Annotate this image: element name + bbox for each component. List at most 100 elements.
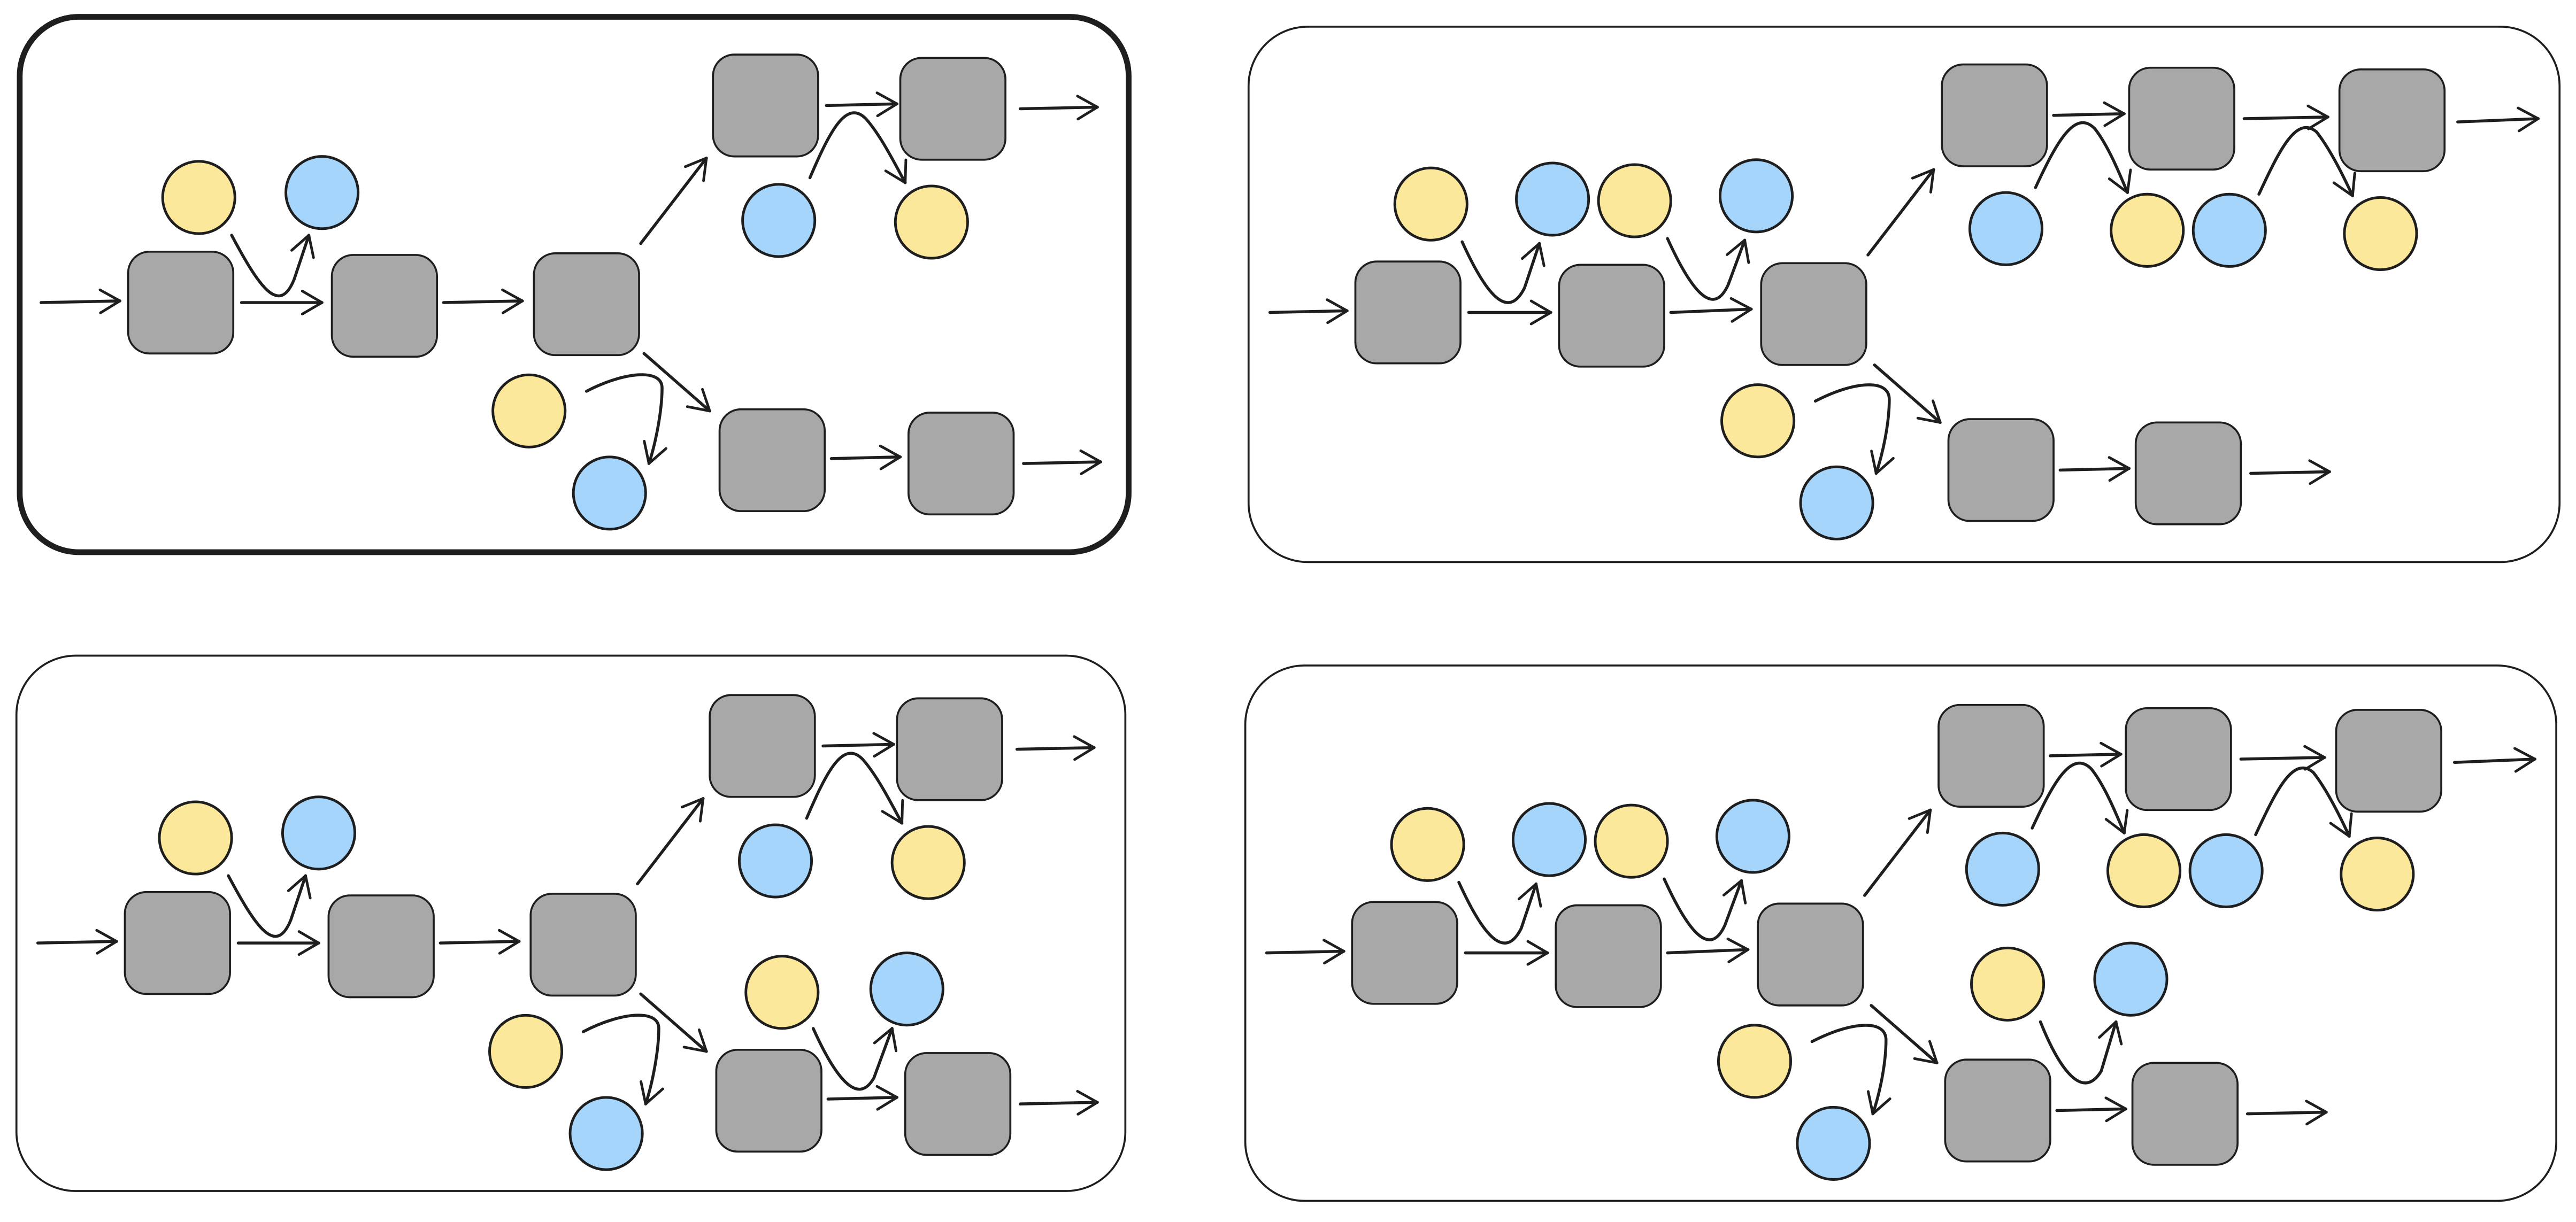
token-flow-arrow <box>1813 383 1895 475</box>
flow-arrow <box>439 929 521 955</box>
yellow-token-circle <box>491 373 567 448</box>
flow-arrow <box>1018 1089 1099 1116</box>
process-node <box>1760 262 1867 366</box>
blue-token-circle <box>741 183 817 258</box>
yellow-token-circle <box>1390 807 1465 882</box>
flow-arrow <box>2456 106 2540 133</box>
panel-top-right <box>1247 26 2561 563</box>
flow-arrow <box>2239 745 2326 771</box>
flow-arrow <box>2052 101 2126 127</box>
flow-arrow <box>1669 297 1753 323</box>
yellow-token-circle <box>1594 803 1669 879</box>
process-node <box>1937 703 2045 808</box>
yellow-token-circle <box>2110 192 2185 268</box>
yellow-token-circle <box>488 1014 564 1089</box>
flow-arrow <box>642 352 711 413</box>
process-node <box>896 697 1003 801</box>
panel-top-left <box>17 14 1132 555</box>
blue-token-circle <box>869 952 944 1027</box>
process-node <box>715 1048 822 1153</box>
flow-arrow <box>1863 808 1932 897</box>
process-node <box>2125 707 2232 811</box>
yellow-token-circle <box>158 800 233 876</box>
flow-arrow <box>36 929 118 955</box>
blue-token-circle <box>2188 833 2264 909</box>
token-flow-arrow <box>585 373 667 465</box>
token-flow-arrow <box>805 752 904 825</box>
panel-bottom-left <box>15 654 1127 1192</box>
flow-arrow <box>2058 456 2131 482</box>
flow-arrow <box>1265 939 1345 965</box>
blue-token-circle <box>1511 802 1587 877</box>
flow-arrow <box>2049 741 2123 768</box>
token-flow-arrow <box>1457 880 1542 945</box>
process-node <box>712 53 819 158</box>
flow-arrow <box>2242 104 2329 130</box>
flow-arrow <box>442 288 524 314</box>
blue-token-circle <box>2191 192 2267 268</box>
flow-arrow <box>2246 1100 2328 1126</box>
token-flow-arrow <box>2034 121 2132 194</box>
process-node <box>1354 260 1462 365</box>
blue-token-circle <box>284 155 360 230</box>
process-node <box>2134 421 2242 525</box>
process-node <box>327 894 435 999</box>
flow-arrow <box>636 797 705 886</box>
flow-arrow <box>1022 449 1103 475</box>
panel-bottom-right <box>1244 664 2557 1202</box>
flow-arrow <box>2055 1096 2128 1123</box>
yellow-token-circle <box>1597 163 1672 238</box>
process-node <box>2335 709 2442 813</box>
flow-arrow <box>639 992 708 1053</box>
process-node <box>127 250 235 355</box>
process-node <box>1757 902 1864 1007</box>
flow-arrow <box>1268 298 1349 324</box>
flow-arrow <box>2249 459 2331 485</box>
flow-arrow <box>829 444 902 470</box>
yellow-token-circle <box>890 825 966 900</box>
token-flow-arrow <box>230 234 315 298</box>
yellow-token-circle <box>1970 946 2046 1022</box>
process-node <box>529 893 637 997</box>
blue-token-circle <box>281 795 357 871</box>
yellow-token-circle <box>2340 837 2415 912</box>
blue-token-circle <box>737 823 813 899</box>
process-node <box>1555 904 1662 1008</box>
flow-arrow <box>825 91 899 118</box>
token-flow-arrow <box>2257 126 2356 198</box>
token-flow-arrow <box>808 111 908 184</box>
yellow-token-circle <box>1720 383 1796 459</box>
flow-arrow <box>40 288 122 314</box>
token-flow-arrow <box>2031 761 2129 835</box>
flow-arrow <box>821 732 895 758</box>
blue-token-circle <box>572 455 647 531</box>
token-flow-arrow <box>1663 877 1747 941</box>
process-node <box>1941 63 2048 167</box>
process-node <box>1947 418 2055 522</box>
token-flow-arrow <box>581 1014 664 1105</box>
blue-token-circle <box>2093 941 2169 1017</box>
process-node <box>908 412 1015 516</box>
blue-token-circle <box>1799 465 1874 540</box>
process-node <box>1558 264 1665 368</box>
blue-token-circle <box>1968 191 2044 266</box>
blue-token-circle <box>1715 799 1790 874</box>
flow-arrow <box>639 156 708 245</box>
yellow-token-circle <box>2106 833 2182 909</box>
yellow-token-circle <box>894 184 969 260</box>
flow-arrow <box>1873 363 1942 424</box>
blue-token-circle <box>1796 1105 1871 1181</box>
token-flow-arrow <box>1460 240 1545 304</box>
yellow-token-circle <box>1717 1024 1793 1099</box>
flow-arrow <box>1015 735 1096 761</box>
process-node <box>2128 66 2235 171</box>
flow-arrow <box>1870 1004 1939 1065</box>
process-node <box>904 1052 1012 1156</box>
token-flow-arrow <box>2254 766 2353 838</box>
token-flow-arrow <box>1666 237 1750 301</box>
process-node <box>709 694 816 798</box>
process-node <box>899 57 1006 161</box>
yellow-token-circle <box>1393 166 1468 242</box>
process-node <box>124 891 231 995</box>
